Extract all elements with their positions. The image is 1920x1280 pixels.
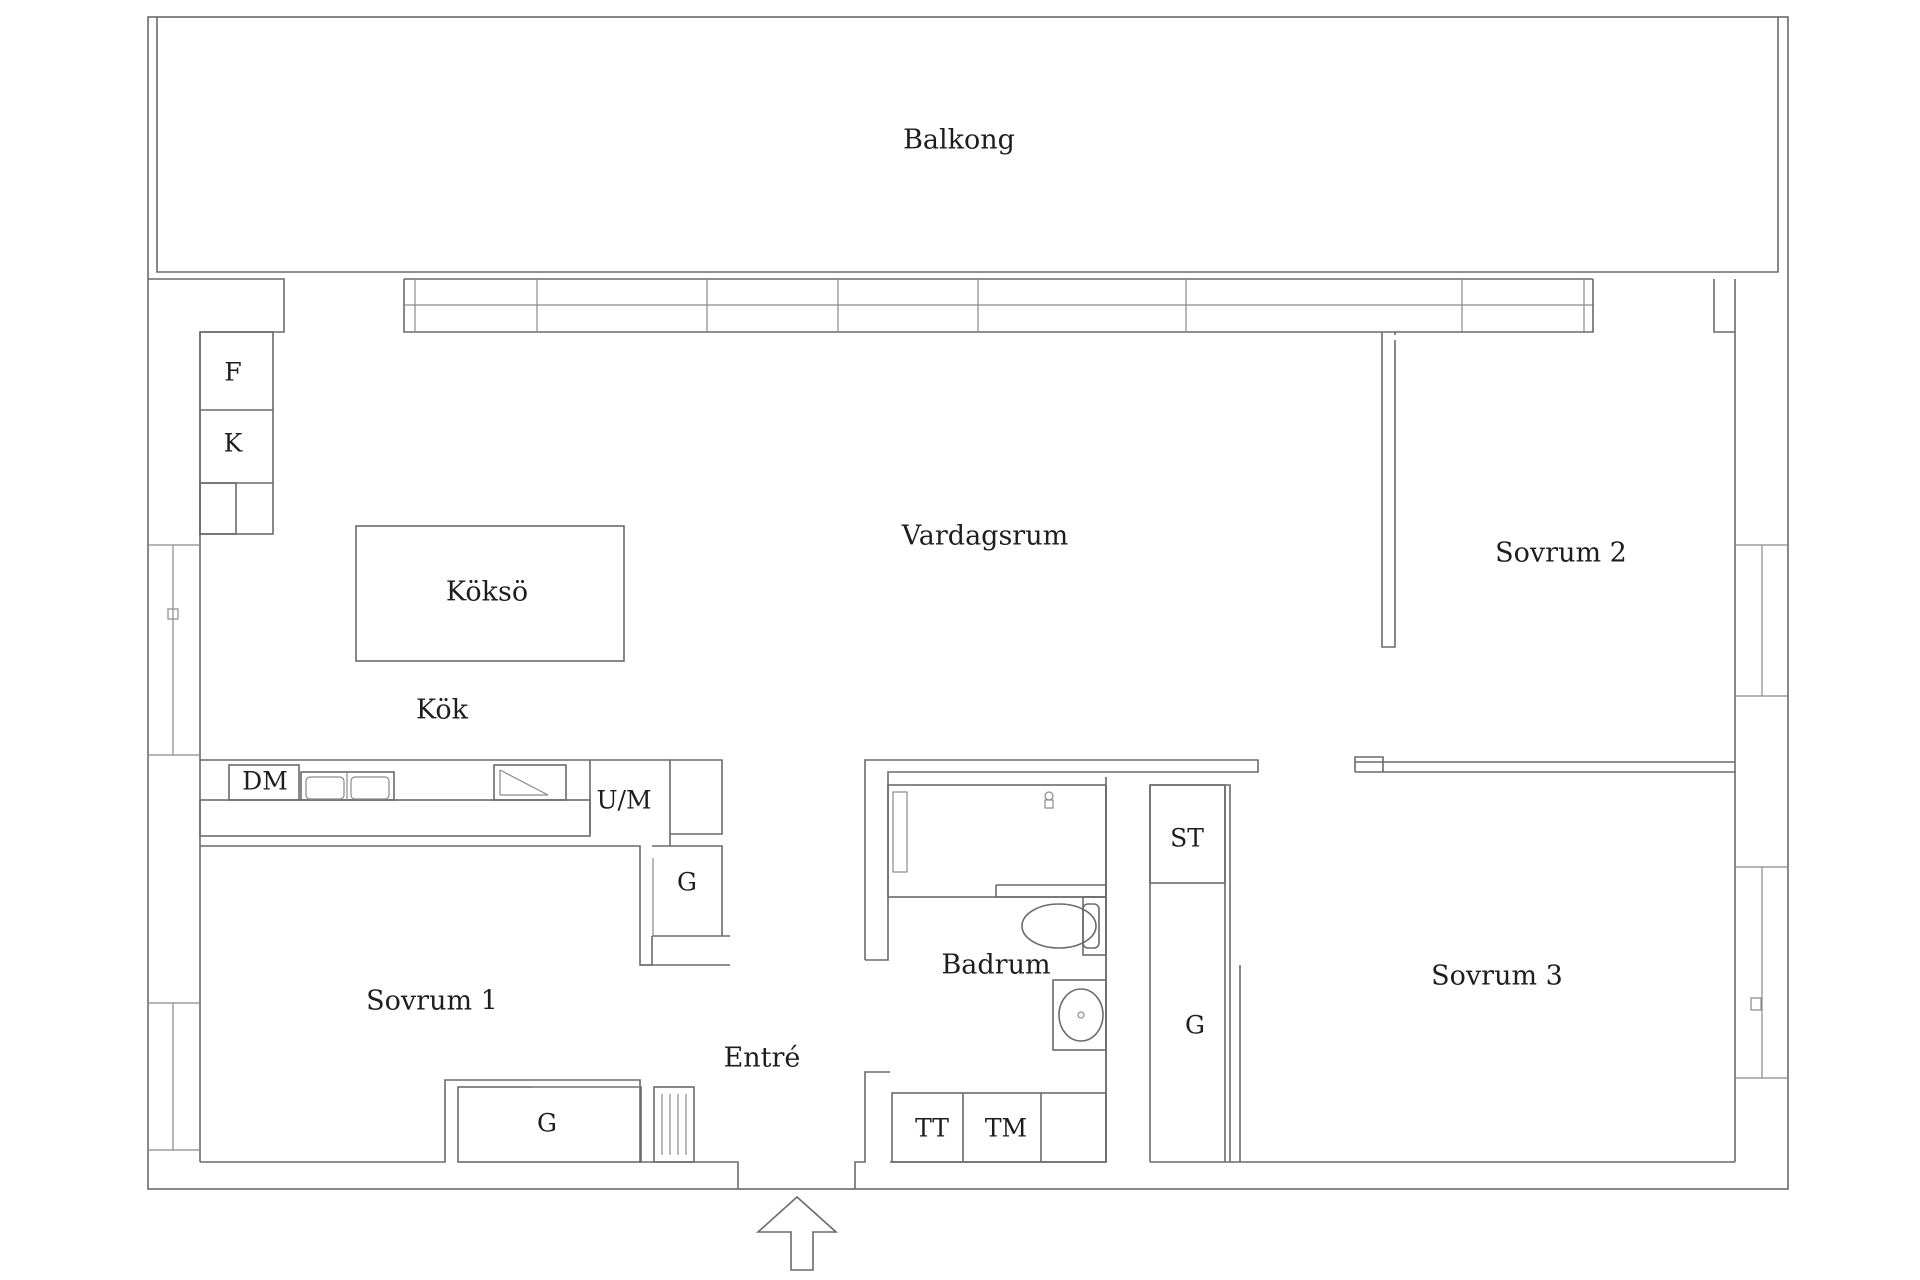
label-dryer: TT	[915, 1114, 949, 1143]
top-wall	[148, 278, 1736, 335]
label-entre: Entré	[724, 1043, 801, 1074]
label-balkong: Balkong	[903, 125, 1015, 156]
label-badrum: Badrum	[941, 950, 1050, 981]
label-sovrum1: Sovrum 1	[366, 986, 498, 1017]
label-koksö: Köksö	[446, 577, 528, 608]
label-freezer: K	[224, 429, 244, 458]
label-wardrobe-sovrum3: G	[1185, 1011, 1205, 1040]
left-wall	[148, 332, 201, 1162]
entrance-arrow	[755, 1195, 839, 1271]
label-wardrobe-sovrum1: G	[537, 1109, 557, 1138]
kitchen-island	[355, 525, 625, 662]
label-oven: U/M	[596, 786, 651, 815]
closet-sovrum3	[1149, 784, 1226, 1162]
label-dishwasher: DM	[242, 767, 288, 796]
label-storage: ST	[1170, 824, 1204, 853]
label-kok: Kök	[416, 695, 469, 726]
label-fridge: F	[224, 358, 241, 387]
bathroom-fixtures	[887, 784, 1107, 1163]
right-wall	[1734, 332, 1788, 1162]
label-wardrobe-hall: G	[677, 868, 697, 897]
label-vardagsrum: Vardagsrum	[901, 521, 1068, 552]
fridge-freezer-column	[199, 331, 274, 535]
outer-walls	[147, 16, 1789, 1190]
exterior-outline	[147, 16, 1789, 1190]
interior-walls	[200, 332, 1735, 1162]
label-washer: TM	[985, 1114, 1027, 1143]
kitchen-counter	[199, 764, 591, 837]
closet-entry	[457, 1086, 695, 1163]
label-sovrum3: Sovrum 3	[1431, 961, 1563, 992]
label-sovrum2: Sovrum 2	[1495, 538, 1627, 569]
balcony-rail	[156, 17, 1779, 273]
